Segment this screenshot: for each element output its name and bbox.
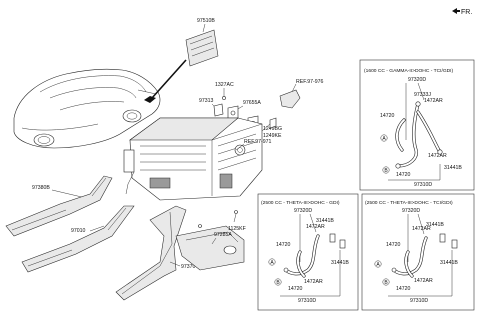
svg-text:97310D: 97310D bbox=[298, 298, 316, 304]
duct-97380B: 97380B bbox=[5, 175, 113, 237]
hvac-unit: REF.97-971 bbox=[123, 117, 272, 201]
svg-text:A: A bbox=[270, 260, 274, 266]
svg-text:REF.97-976: REF.97-976 bbox=[296, 79, 324, 85]
svg-text:1472AR: 1472AR bbox=[306, 224, 325, 230]
svg-text:97320D: 97320D bbox=[408, 77, 426, 83]
svg-text:1472AR: 1472AR bbox=[412, 226, 431, 232]
svg-text:31441B: 31441B bbox=[316, 218, 334, 224]
inset-1600cc-gamma: (1600 CC - GAMMA-II>DOHC - TCI/GDI) 9732… bbox=[359, 59, 475, 191]
svg-text:97655A: 97655A bbox=[243, 100, 261, 106]
svg-text:1472AR: 1472AR bbox=[424, 98, 443, 104]
svg-text:97333J: 97333J bbox=[414, 92, 431, 98]
svg-text:A: A bbox=[382, 136, 386, 142]
svg-text:A: A bbox=[376, 262, 380, 268]
svg-text:14720: 14720 bbox=[386, 242, 401, 248]
svg-text:97310D: 97310D bbox=[414, 182, 432, 188]
svg-text:31441B: 31441B bbox=[440, 260, 458, 266]
duct-97010: 97010 bbox=[21, 205, 135, 273]
svg-text:(2500 CC - THETA-III>DOHC - TC: (2500 CC - THETA-III>DOHC - TCI/GDI) bbox=[365, 200, 453, 206]
svg-text:31441B: 31441B bbox=[444, 165, 462, 171]
svg-text:97310D: 97310D bbox=[410, 298, 428, 304]
svg-text:1249KE: 1249KE bbox=[263, 133, 282, 139]
svg-text:31441B: 31441B bbox=[426, 222, 444, 228]
svg-text:REF.97-971: REF.97-971 bbox=[244, 139, 272, 145]
svg-text:97370: 97370 bbox=[181, 264, 196, 270]
front-direction-indicator: FR. bbox=[452, 8, 472, 16]
inset-2500cc-theta-gdi: (2500 CC - THETA-III>DOHC - GDI) 97320D … bbox=[257, 193, 359, 311]
svg-text:97285A: 97285A bbox=[214, 232, 232, 238]
svg-text:(1600 CC - GAMMA-II>DOHC - TCI: (1600 CC - GAMMA-II>DOHC - TCI/GDI) bbox=[364, 68, 454, 74]
svg-text:97320D: 97320D bbox=[294, 208, 312, 214]
svg-text:1472AR: 1472AR bbox=[428, 153, 447, 159]
svg-text:B: B bbox=[384, 280, 388, 286]
svg-text:1327AC: 1327AC bbox=[215, 82, 234, 88]
svg-text:1249BG: 1249BG bbox=[263, 126, 282, 132]
svg-text:B: B bbox=[384, 168, 388, 174]
inset-2500cc-theta-tci: (2500 CC - THETA-III>DOHC - TCI/GDI) 973… bbox=[361, 193, 475, 311]
vehicle-illustration bbox=[13, 59, 187, 149]
svg-text:14720: 14720 bbox=[396, 172, 411, 178]
svg-text:97313: 97313 bbox=[199, 98, 214, 104]
svg-text:14720: 14720 bbox=[288, 286, 303, 292]
svg-text:14720: 14720 bbox=[380, 113, 395, 119]
front-label: FR. bbox=[461, 9, 472, 16]
svg-text:97380B: 97380B bbox=[32, 185, 50, 191]
filter-97510B: 97510B bbox=[185, 18, 219, 67]
svg-text:97510B: 97510B bbox=[197, 18, 215, 24]
svg-text:14720: 14720 bbox=[276, 242, 291, 248]
duct-97370: 97370 bbox=[115, 205, 196, 301]
svg-text:1472AR: 1472AR bbox=[304, 279, 323, 285]
svg-text:97320D: 97320D bbox=[402, 208, 420, 214]
arrow-icon bbox=[452, 8, 460, 14]
svg-text:B: B bbox=[276, 280, 280, 286]
svg-text:1125KF: 1125KF bbox=[228, 226, 246, 232]
svg-text:14720: 14720 bbox=[396, 286, 411, 292]
svg-text:1472AR: 1472AR bbox=[414, 278, 433, 284]
svg-text:97010: 97010 bbox=[71, 228, 86, 234]
lower-duct-assembly: 1125KF 97285A bbox=[175, 210, 246, 271]
svg-text:(2500 CC - THETA-III>DOHC - GD: (2500 CC - THETA-III>DOHC - GDI) bbox=[261, 200, 340, 206]
